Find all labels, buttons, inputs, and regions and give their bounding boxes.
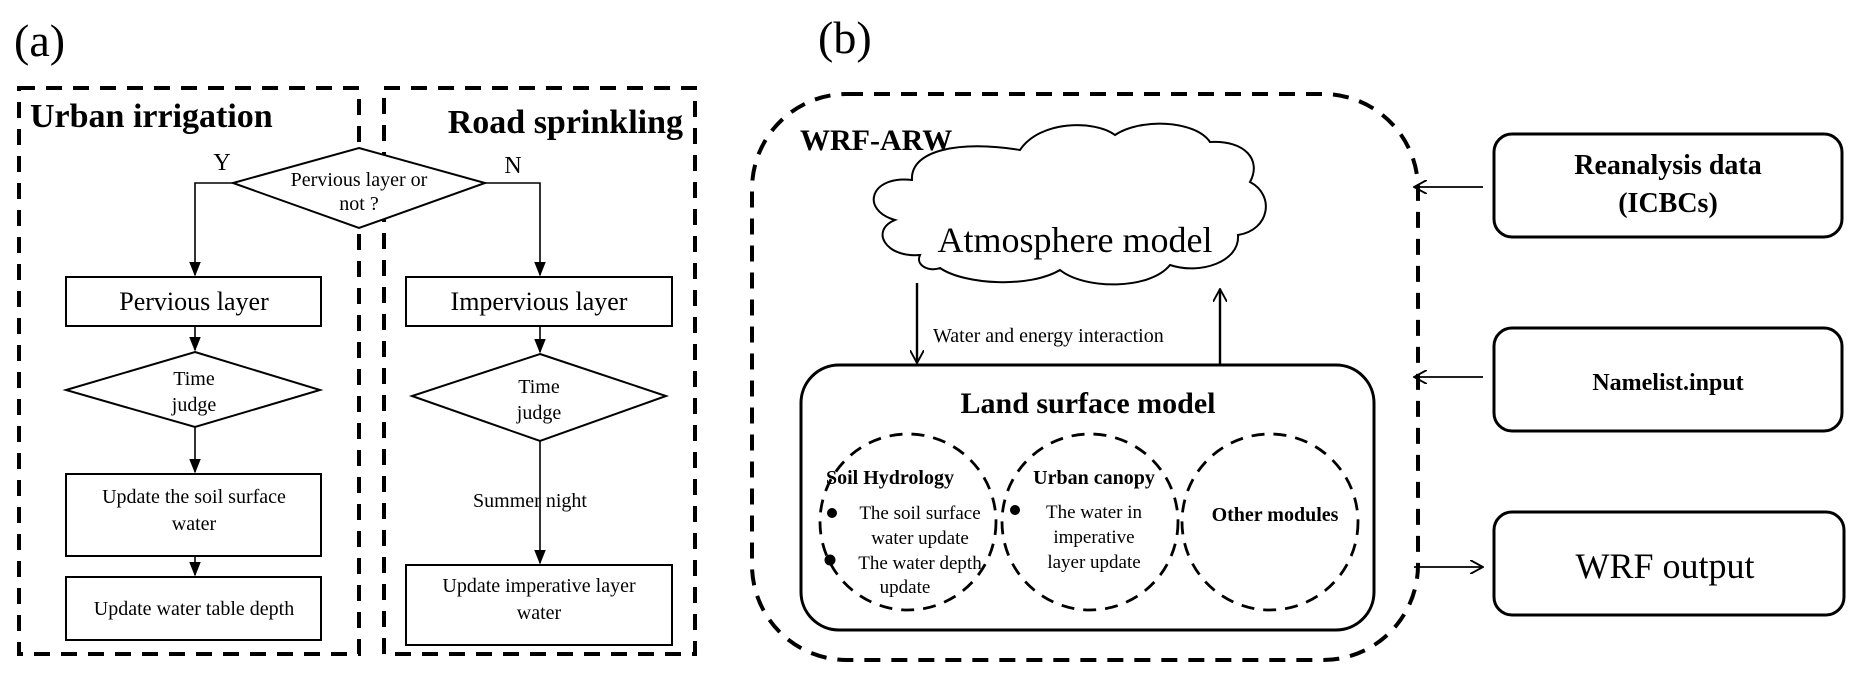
impervious-layer-box — [405, 276, 673, 327]
time-judge-right-line1: Time — [518, 376, 560, 398]
urban-canopy-module — [1000, 432, 1180, 612]
canopy-bullet-line2: imperative — [1053, 527, 1134, 548]
soil-bullet1-line1: The soil surface — [859, 503, 980, 524]
bullet-icon — [827, 508, 837, 518]
road-sprinkling-title: Road sprinkling — [448, 104, 683, 141]
water-table-depth-box — [65, 576, 322, 641]
pervious-layer-box — [65, 276, 322, 327]
wrf-arw-title: WRF-ARW — [800, 124, 952, 157]
interaction-label: Water and energy interaction — [933, 325, 1164, 347]
canopy-bullet-line1: The water in — [1046, 502, 1143, 523]
soil-bullet2-line1: The water depth — [858, 553, 982, 574]
summer-night-label: Summer night — [473, 490, 587, 512]
imperative-update-line1: Update imperative layer — [442, 575, 636, 597]
canopy-bullet-line3: layer update — [1047, 552, 1140, 573]
water-table-label: Update water table depth — [94, 598, 294, 620]
land-surface-title: Land surface model — [961, 387, 1216, 420]
soil-bullet1-line2: water update — [871, 528, 969, 549]
time-judge-left-line1: Time — [173, 368, 215, 390]
yes-arrow — [189, 182, 233, 277]
road-sprinkling-frame — [382, 86, 697, 656]
soil-surface-update-box — [65, 473, 322, 557]
yes-label: Y — [213, 150, 230, 176]
urban-irrigation-title: Urban irrigation — [30, 98, 273, 135]
soil-hydrology-module — [818, 432, 998, 612]
wrf-output-label: WRF output — [1575, 546, 1754, 586]
decision-text-line2: not ? — [339, 193, 379, 215]
atmosphere-cloud — [872, 122, 1267, 286]
reanalysis-line1: Reanalysis data — [1574, 150, 1761, 181]
panel-a-label: (a) — [14, 15, 65, 66]
other-modules-title: Other modules — [1212, 504, 1339, 526]
atmosphere-model-label: Atmosphere model — [938, 220, 1213, 260]
soil-bullet2-line2: update — [880, 577, 931, 598]
panel-b-label: (b) — [818, 12, 872, 63]
reanalysis-line2: (ICBCs) — [1618, 188, 1718, 219]
bullet-icon — [1010, 505, 1020, 515]
soil-update-line2: water — [172, 513, 217, 535]
land-surface-model-box — [799, 363, 1376, 632]
no-arrow — [485, 182, 546, 277]
bullet-icon — [824, 554, 836, 566]
imperative-layer-update-box — [405, 564, 673, 646]
imperative-update-line2: water — [517, 602, 562, 624]
reanalysis-data-box — [1492, 132, 1844, 239]
other-modules-module — [1180, 432, 1360, 612]
decision-diamond — [229, 146, 489, 230]
soil-update-line1: Update the soil surface — [102, 486, 286, 508]
urban-irrigation-frame — [17, 86, 361, 656]
time-judge-right-line2: judge — [516, 402, 562, 424]
namelist-label: Namelist.input — [1592, 370, 1743, 396]
time-judge-left-line2: judge — [171, 394, 217, 416]
impervious-layer-label: Impervious layer — [451, 287, 628, 316]
namelist-input-box — [1492, 326, 1844, 433]
urban-canopy-title: Urban canopy — [1033, 467, 1155, 489]
no-label: N — [504, 153, 521, 179]
pervious-layer-label: Pervious layer — [119, 287, 269, 316]
soil-hydrology-title: Soil Hydrology — [826, 467, 954, 489]
decision-text-line1: Pervious layer or — [291, 169, 428, 191]
wrf-output-box — [1492, 510, 1846, 617]
